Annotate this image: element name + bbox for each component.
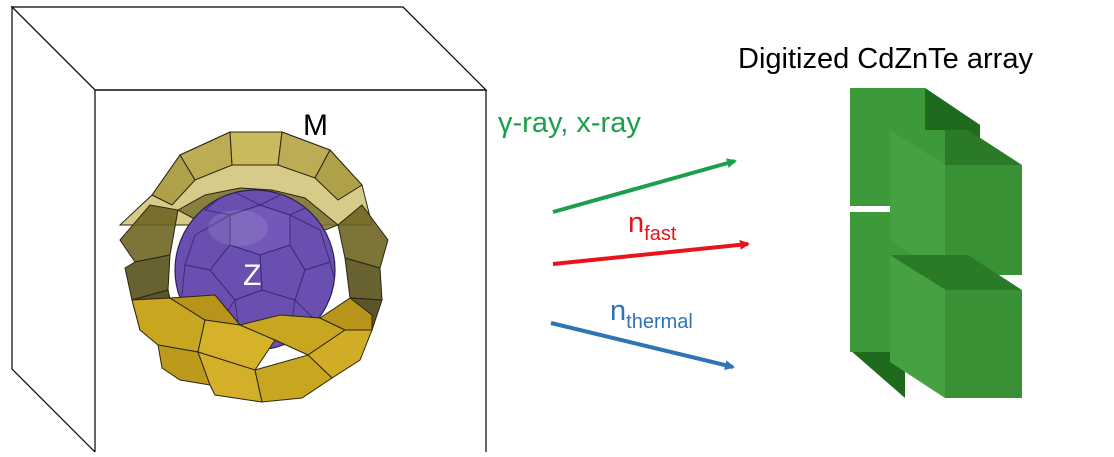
core-label: Z — [243, 259, 261, 292]
gamma-arrow — [552, 158, 737, 214]
fast-neutron-arrow — [552, 239, 750, 266]
cube-front-upper — [890, 130, 1022, 275]
gamma-label: γ-ray, x-ray — [498, 107, 641, 139]
fast-neutron-label-sub: fast — [644, 223, 677, 245]
nanoparticle-shell-front — [131, 294, 373, 403]
thermal-neutron-label: nthermal — [610, 295, 693, 333]
matrix-label: M — [303, 109, 328, 142]
array-title: Digitized CdZnTe array — [738, 43, 1033, 75]
thermal-neutron-label-main: n — [610, 295, 626, 327]
cdznte-array — [850, 88, 1022, 398]
thermal-neutron-arrow — [550, 321, 735, 370]
cube-front-lower — [890, 255, 1022, 398]
thermal-neutron-label-sub: thermal — [626, 311, 693, 333]
fast-neutron-label-main: n — [628, 207, 644, 239]
fast-neutron-label: nfast — [628, 207, 677, 245]
matrix-box — [10, 5, 488, 454]
nanoparticle-shell — [118, 131, 389, 331]
